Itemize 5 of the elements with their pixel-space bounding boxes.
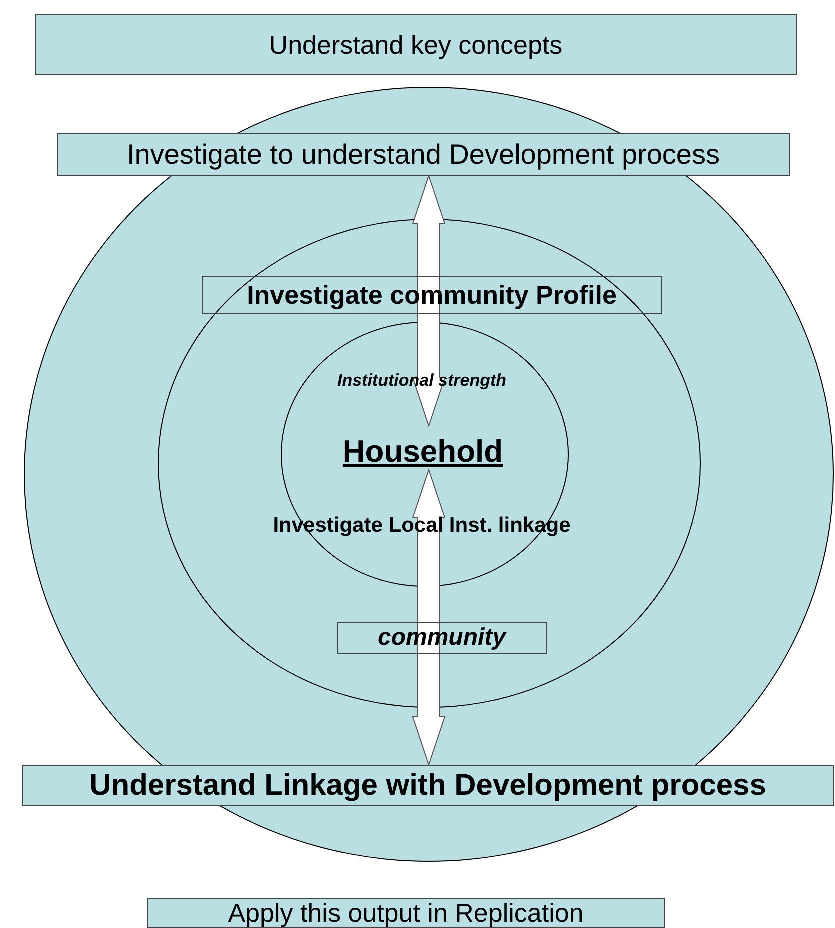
double-block-arrow [412, 174, 446, 428]
process-box: Understand key concepts [35, 14, 797, 75]
double-block-arrow [412, 468, 446, 767]
center-label: Household [323, 429, 523, 473]
process-box: Apply this output in Replication [147, 898, 665, 928]
